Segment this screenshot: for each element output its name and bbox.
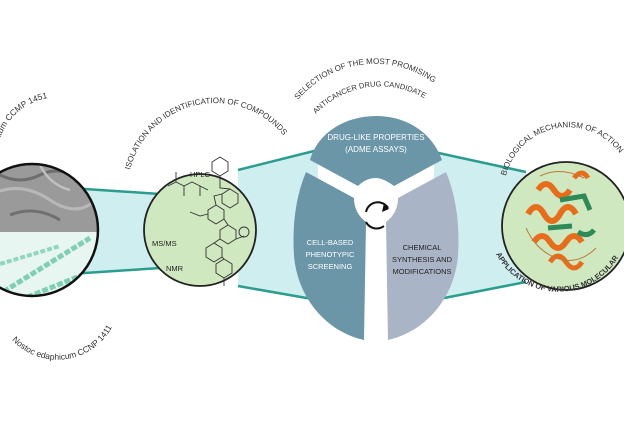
msms-label: MS/MS <box>152 239 177 248</box>
segment-chemical-synthesis <box>386 172 459 340</box>
stage1-cyanobacteria-circle: Nostoc gelatum CCMP 1451 Nostoc edaphicu… <box>0 90 114 362</box>
cell-based-line2: PHENOTYPIC <box>306 250 355 259</box>
chemical-line1: CHEMICAL <box>403 243 442 252</box>
segment-cell-based-screening <box>293 172 366 340</box>
stage2-arc-label: ISOLATION AND IDENTIFICATION OF COMPOUND… <box>123 96 289 170</box>
drug-like-line2: (ADME ASSAYS) <box>345 145 407 154</box>
cell-based-line1: CELL-BASED <box>307 238 354 247</box>
chemical-line3: MODIFICATIONS <box>392 267 451 276</box>
drug-like-line1: DRUG-LIKE PROPERTIES <box>327 133 424 142</box>
hplc-label: HPLC <box>190 170 211 179</box>
cell-based-line3: SCREENING <box>308 262 353 271</box>
molecule-structure <box>167 156 250 286</box>
protein-structure-icon <box>525 170 597 271</box>
cycle-arrows-icon <box>365 201 389 230</box>
stage1-arc-bottom-label: Nostoc edaphicum CCNP 1411 <box>10 323 113 362</box>
stage3-selection-cycle: DRUG-LIKE PROPERTIES (ADME ASSAYS) CELL-… <box>293 57 459 340</box>
chemical-line2: SYNTHESIS AND <box>392 255 453 264</box>
nmr-label: NMR <box>166 264 184 273</box>
segment-drug-like-properties <box>310 116 442 186</box>
stage3-arc-label-2: ANTICANCER DRUG CANDIDATE <box>311 79 428 115</box>
